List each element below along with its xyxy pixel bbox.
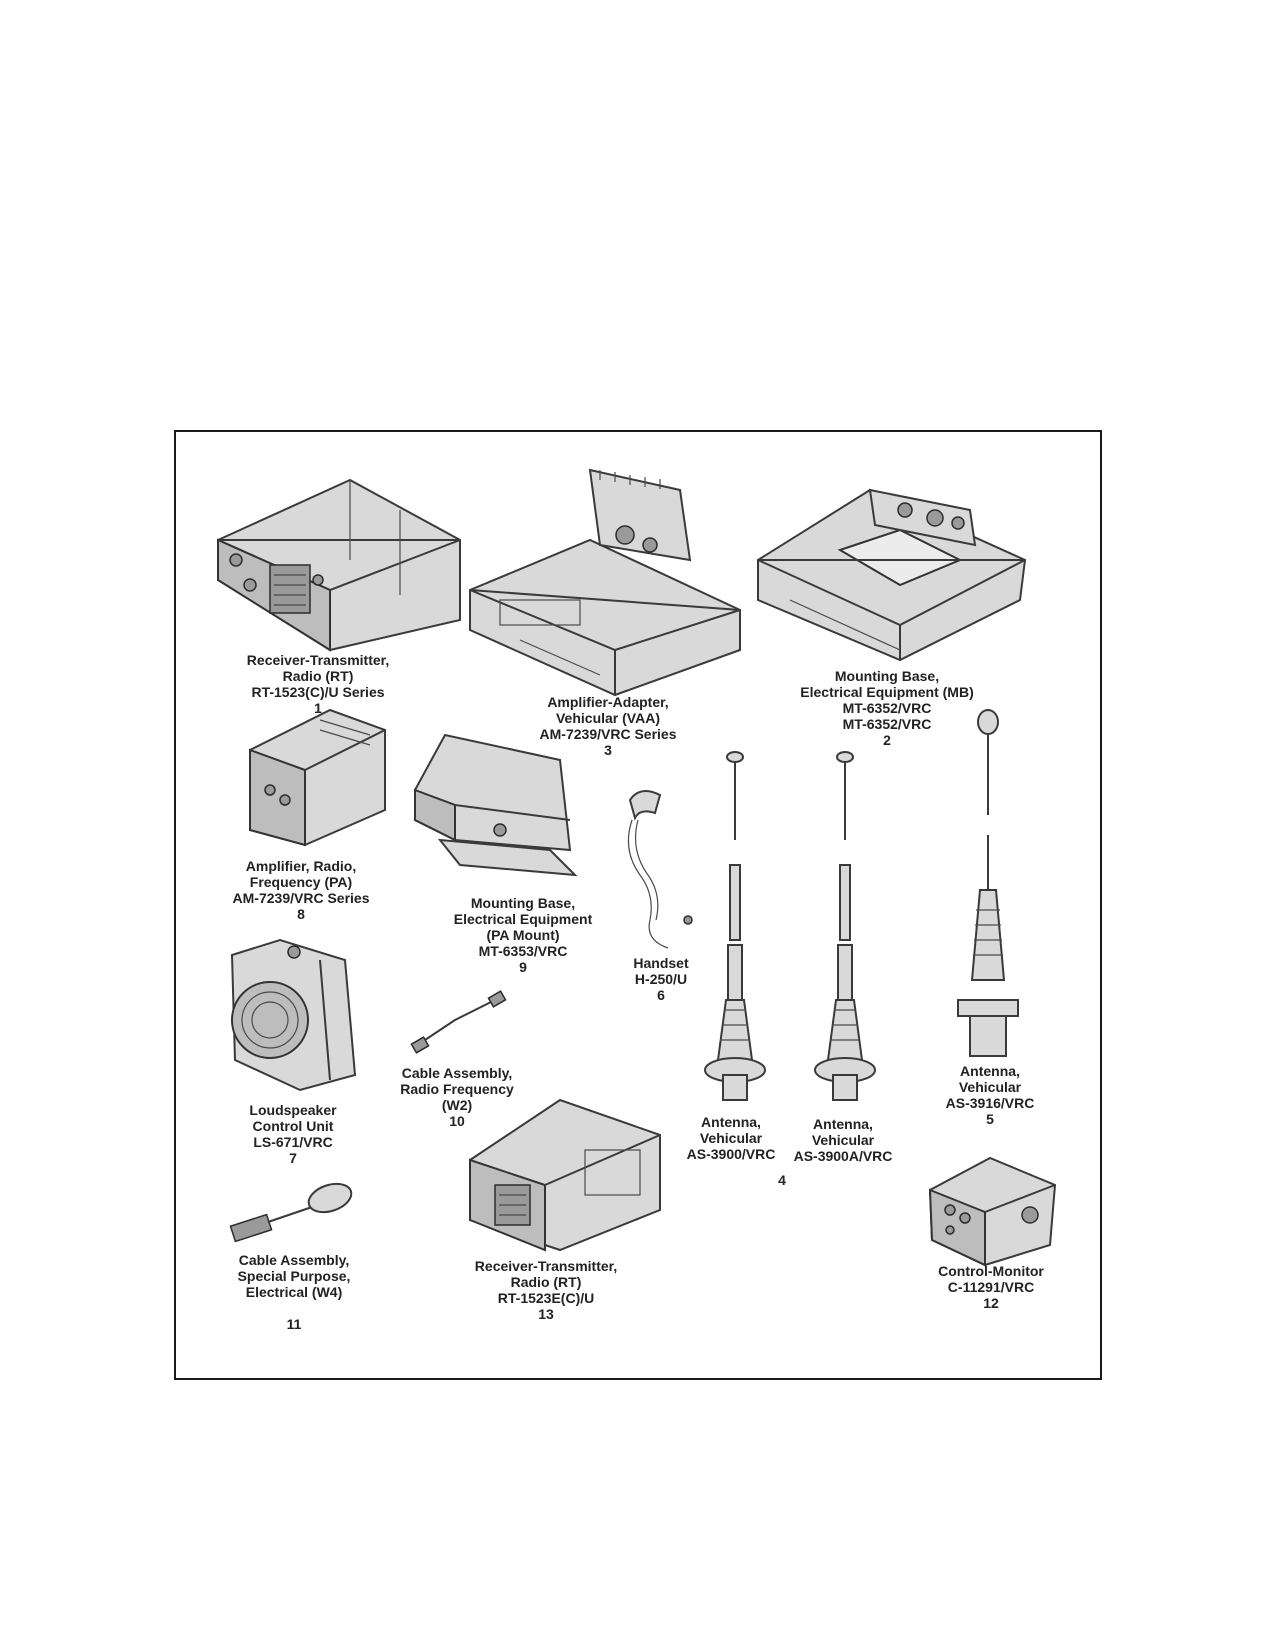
cable-assembly-special-purpose-w4-drawing (229, 1182, 353, 1243)
loudspeaker-control-unit-drawing (230, 938, 357, 1092)
label-antenna-as3900: Antenna,Vehicular AS-3900/VRC (686, 1114, 776, 1162)
control-monitor-drawing (928, 1156, 1057, 1267)
cable-assembly-rf-w2-drawing (410, 990, 507, 1054)
mounting-base-mt6352-drawing (757, 488, 1027, 662)
mounting-base-pa-mount-drawing (414, 733, 578, 877)
label-receiver-transmitter-rt1523e: Receiver-Transmitter,Radio (RT) RT-1523E… (474, 1258, 618, 1322)
antenna-as3900-drawing (704, 751, 766, 1101)
antenna-as3916-drawing (957, 709, 1019, 1057)
label-amplifier-adapter-vaa: Amplifier-Adapter,Vehicular (VAA) AM-723… (539, 694, 677, 758)
label-mounting-base-pa-mount: Mounting Base,Electrical Equipment (PA M… (453, 895, 593, 975)
label-cable-assembly-rf-w2: Cable Assembly,Radio Frequency (W2)10 (400, 1065, 514, 1129)
amplifier-radio-frequency-pa-drawing (249, 708, 386, 847)
figure-frame (174, 430, 1102, 1380)
label-mounting-base-mt6352: Mounting Base,Electrical Equipment (MB) … (800, 668, 974, 748)
label-amplifier-radio-frequency-pa: Amplifier, Radio,Frequency (PA) AM-7239/… (232, 858, 370, 922)
receiver-transmitter-rt1523e-drawing (469, 1098, 661, 1252)
label-cable-assembly-special-purpose-w4: Cable Assembly,Special Purpose, Electric… (237, 1252, 351, 1332)
label-receiver-transmitter-rt1523c: Receiver-Transmitter,Radio (RT) RT-1523(… (246, 652, 390, 716)
amplifier-adapter-vaa-drawing (469, 468, 741, 697)
receiver-transmitter-rt1523c-drawing (217, 478, 461, 652)
label-antenna-as3900a: Antenna,Vehicular AS-3900A/VRC (793, 1116, 893, 1164)
label-antenna-item-number-4: 4 (778, 1172, 786, 1188)
handset-h250-drawing (627, 790, 693, 949)
antenna-as3900a-drawing (814, 751, 876, 1101)
